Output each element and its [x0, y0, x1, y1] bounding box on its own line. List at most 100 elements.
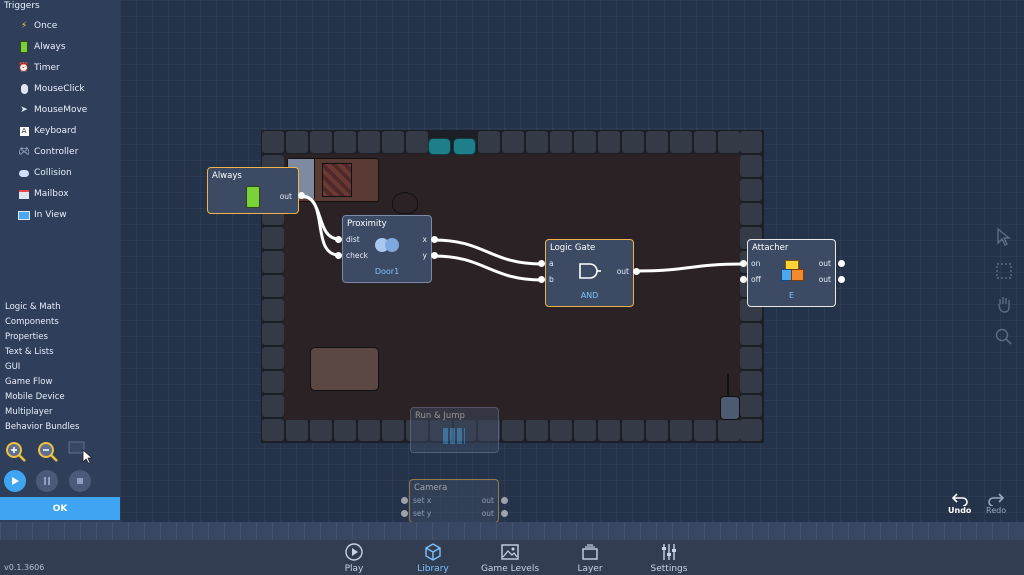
- port-b-label: b: [549, 275, 554, 284]
- trigger-label: In View: [34, 210, 67, 220]
- category-mobile-device[interactable]: Mobile Device: [5, 392, 65, 402]
- port-proximity-check[interactable]: [335, 252, 342, 259]
- pan-hand-icon[interactable]: [994, 294, 1014, 314]
- port-out-label: out: [481, 509, 494, 518]
- port-attacher-out2[interactable]: [838, 276, 845, 283]
- pause-button[interactable]: [36, 470, 58, 492]
- node-camera[interactable]: Camera set x set y out out: [409, 479, 499, 523]
- port-attacher-on[interactable]: [740, 260, 747, 267]
- alarm-clock-icon: ⏰: [18, 63, 30, 73]
- category-gui[interactable]: GUI: [5, 362, 21, 372]
- port-check-label: check: [346, 251, 368, 260]
- trigger-label: Collision: [34, 168, 72, 178]
- battery-icon: [246, 186, 260, 208]
- port-attacher-out1[interactable]: [838, 260, 845, 267]
- node-proximity[interactable]: Proximity dist check x y Door1: [342, 215, 432, 283]
- timeline-strip: [0, 522, 1024, 540]
- sidebar-header: Triggers: [4, 1, 40, 11]
- battery-icon: [18, 41, 30, 53]
- lightning-icon: ⚡: [20, 21, 28, 31]
- node-title: Always: [212, 171, 242, 181]
- port-camera-setx[interactable]: [401, 497, 408, 504]
- port-out-label: out: [818, 275, 831, 284]
- wall-tile: [526, 419, 548, 441]
- proximity-icon: [375, 238, 399, 252]
- category-multiplayer[interactable]: Multiplayer: [5, 407, 53, 417]
- category-text-lists[interactable]: Text & Lists: [5, 347, 54, 357]
- port-always-out[interactable]: [298, 192, 305, 199]
- keyboard-key-icon: A: [18, 125, 30, 137]
- box-select-icon[interactable]: [68, 441, 94, 465]
- trigger-mouseclick[interactable]: MouseClick: [18, 81, 85, 97]
- wall-tile: [740, 179, 762, 201]
- ok-button[interactable]: OK: [0, 497, 120, 520]
- version-label: v0.1.3606: [4, 563, 45, 572]
- node-title: Attacher: [752, 243, 789, 253]
- trigger-mousemove[interactable]: ➤ MouseMove: [18, 102, 87, 118]
- port-dist-label: dist: [346, 235, 360, 244]
- zoom-in-icon[interactable]: [5, 441, 27, 463]
- port-logic-a[interactable]: [538, 260, 545, 267]
- undo-button[interactable]: Undo: [948, 492, 971, 515]
- trigger-label: Always: [34, 42, 66, 52]
- trigger-label: MouseMove: [34, 105, 88, 115]
- zoom-out-icon[interactable]: [37, 441, 59, 463]
- toolbar-play[interactable]: Play: [319, 542, 389, 574]
- node-logic-gate[interactable]: Logic Gate a b out AND: [545, 239, 634, 307]
- category-components[interactable]: Components: [5, 317, 59, 327]
- port-camera-out2[interactable]: [501, 510, 508, 517]
- wall-tile: [740, 419, 762, 441]
- toolbar-game-levels[interactable]: Game Levels: [475, 542, 545, 574]
- wall-tile: [694, 419, 716, 441]
- undo-label: Undo: [948, 506, 972, 515]
- category-game-flow[interactable]: Game Flow: [5, 377, 53, 387]
- category-properties[interactable]: Properties: [5, 332, 48, 342]
- trigger-inview[interactable]: In View: [18, 207, 67, 223]
- port-proximity-y[interactable]: [431, 252, 438, 259]
- toolbar-layer[interactable]: Layer: [555, 542, 625, 574]
- category-behavior-bundles[interactable]: Behavior Bundles: [5, 422, 80, 432]
- wall-tile: [358, 131, 380, 153]
- port-logic-b[interactable]: [538, 276, 545, 283]
- zoom-search-icon[interactable]: [994, 327, 1014, 347]
- wall-tile: [550, 131, 572, 153]
- port-proximity-x[interactable]: [431, 236, 438, 243]
- toolbar-label: Settings: [650, 564, 688, 574]
- toolbar-label: Layer: [577, 564, 603, 574]
- port-out-label: out: [616, 267, 629, 276]
- node-run-jump[interactable]: Run & Jump: [410, 407, 499, 453]
- node-attacher[interactable]: Attacher on off out out E: [747, 239, 836, 307]
- node-always[interactable]: Always out: [207, 167, 299, 214]
- node-title: Run & Jump: [415, 411, 465, 421]
- select-cursor-icon[interactable]: [994, 227, 1014, 247]
- port-proximity-dist[interactable]: [335, 236, 342, 243]
- port-logic-out[interactable]: [633, 268, 640, 275]
- port-attacher-off[interactable]: [740, 276, 747, 283]
- wall-tile: [740, 347, 762, 369]
- port-sety-label: set y: [413, 509, 432, 518]
- play-button[interactable]: [4, 470, 26, 492]
- trigger-controller[interactable]: 🎮︎Controller: [18, 144, 78, 160]
- blocks-icon: [781, 260, 804, 281]
- redo-button[interactable]: Redo: [986, 492, 1006, 515]
- layers-icon: [582, 544, 598, 560]
- toolbar-library[interactable]: Library: [398, 542, 468, 574]
- trigger-once[interactable]: ⚡Once: [18, 18, 57, 34]
- stop-button[interactable]: [69, 470, 91, 492]
- wall-tile: [670, 131, 692, 153]
- trigger-always[interactable]: Always: [18, 39, 66, 55]
- mouse-icon: [18, 83, 30, 95]
- trigger-timer[interactable]: ⏰Timer: [18, 60, 59, 76]
- trigger-mailbox[interactable]: Mailbox: [18, 186, 69, 202]
- toolbar-settings[interactable]: Settings: [634, 542, 704, 574]
- port-camera-sety[interactable]: [401, 510, 408, 517]
- wall-tile: [502, 419, 524, 441]
- category-logic-math[interactable]: Logic & Math: [5, 302, 61, 312]
- cursor-icon: ➤: [20, 105, 28, 115]
- trigger-collision[interactable]: Collision: [18, 165, 72, 181]
- marquee-select-icon[interactable]: [994, 261, 1014, 281]
- wall-tile: [262, 275, 284, 297]
- port-camera-out1[interactable]: [501, 497, 508, 504]
- port-out-label: out: [279, 192, 292, 201]
